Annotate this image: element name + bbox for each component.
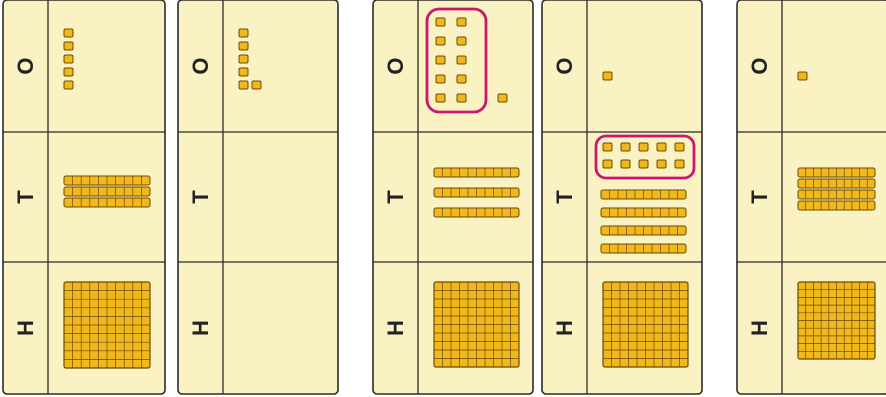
unit-cube [436,37,445,45]
unit-cube [239,55,248,63]
hundred-flat [64,282,150,368]
hundred-flat [434,282,519,367]
hundreds-flats [434,282,519,367]
ten-rod [601,244,686,253]
tens-rods [434,168,519,217]
unit-cube [64,55,73,63]
ten-rod [434,168,519,177]
unit-cube [603,72,612,80]
ten-rod [434,188,519,197]
unit-cube [457,94,466,102]
tens-label: T [13,190,38,204]
unit-cube [498,94,507,102]
hundreds-flats [798,282,875,359]
unit-cube [252,81,261,89]
ones-label: O [552,57,577,74]
unit-cube [798,72,807,80]
hundreds-label: H [188,320,213,336]
unit-cube [657,160,666,168]
hundred-flat [798,282,875,359]
hundred-flat [603,282,688,367]
ten-rod [601,190,686,199]
tens-rods [64,176,150,207]
unit-cube [64,68,73,76]
unit-cube [639,143,648,151]
hundreds-label: H [552,320,577,336]
unit-cube [675,143,684,151]
hundreds-label: H [13,320,38,336]
tens-label: T [747,190,772,204]
ones-label: O [188,57,213,74]
ten-rod [434,208,519,217]
ones-cubes [798,72,807,80]
unit-cube [639,160,648,168]
ten-rod [64,187,150,196]
unit-cube [457,56,466,64]
tens-label: T [188,190,213,204]
unit-cube [603,143,612,151]
unit-cube [239,42,248,50]
ten-rod [798,201,875,210]
unit-cube [64,81,73,89]
ten-rod [798,190,875,199]
unit-cube [436,18,445,26]
place-value-panel: O T H [542,0,702,394]
unit-cube [457,18,466,26]
ten-rod [601,208,686,217]
place-value-panel: O T H [3,0,165,394]
ones-label: O [383,57,408,74]
tens-label: T [383,190,408,204]
hundreds-label: H [383,320,408,336]
unit-cube [621,143,630,151]
unit-cube [239,81,248,89]
unit-cube [64,42,73,50]
ten-rod [798,179,875,188]
ten-rod [798,168,875,177]
unit-cube [239,68,248,76]
unit-cube [457,37,466,45]
unit-cube [64,29,73,37]
hundreds-flats [603,282,688,367]
unit-cube [603,160,612,168]
place-value-panel: O T H [373,0,533,394]
unit-cube [239,29,248,37]
unit-cube [621,160,630,168]
ten-rod [601,226,686,235]
unit-cube [457,75,466,83]
ones-label: O [747,57,772,74]
place-value-panel: O T H [178,0,338,394]
tens-label: T [552,190,577,204]
hundreds-label: H [747,320,772,336]
place-value-panel: O T H [737,0,886,394]
unit-cube [657,143,666,151]
ones-cubes [603,72,612,80]
unit-cube [436,94,445,102]
unit-cube [436,56,445,64]
unit-cube [675,160,684,168]
ten-rod [64,198,150,207]
unit-cube [436,75,445,83]
ones-label: O [13,57,38,74]
hundreds-flats [64,282,150,368]
ten-rod [64,176,150,185]
